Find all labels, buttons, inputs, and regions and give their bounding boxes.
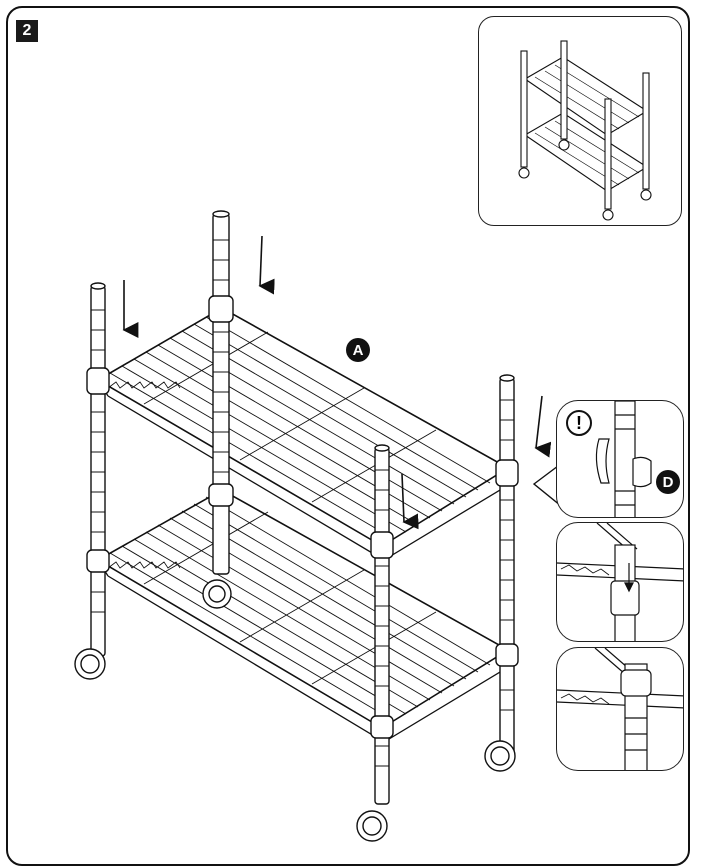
direction-arrows [122, 235, 552, 530]
shelf-seated-detail [557, 648, 683, 770]
posts [90, 210, 515, 805]
assembled-cart-illustration [518, 40, 652, 221]
top-shelf [96, 307, 511, 561]
callout-label-shelf: A [346, 338, 370, 362]
sleeve-insertion-detail [595, 401, 652, 517]
casters [74, 579, 516, 842]
shelf-assembly-drawing [74, 210, 567, 842]
sleeve-detail-inset-3 [556, 647, 684, 771]
overview-inset [478, 16, 682, 226]
bottom-shelf [96, 489, 511, 743]
step-number-badge: 2 [16, 20, 38, 42]
sleeve-detail-inset-2 [556, 522, 684, 642]
sleeve-on-post-detail [557, 523, 683, 641]
warning-icon: ! [566, 410, 592, 436]
callout-label-sleeve: D [656, 470, 680, 494]
